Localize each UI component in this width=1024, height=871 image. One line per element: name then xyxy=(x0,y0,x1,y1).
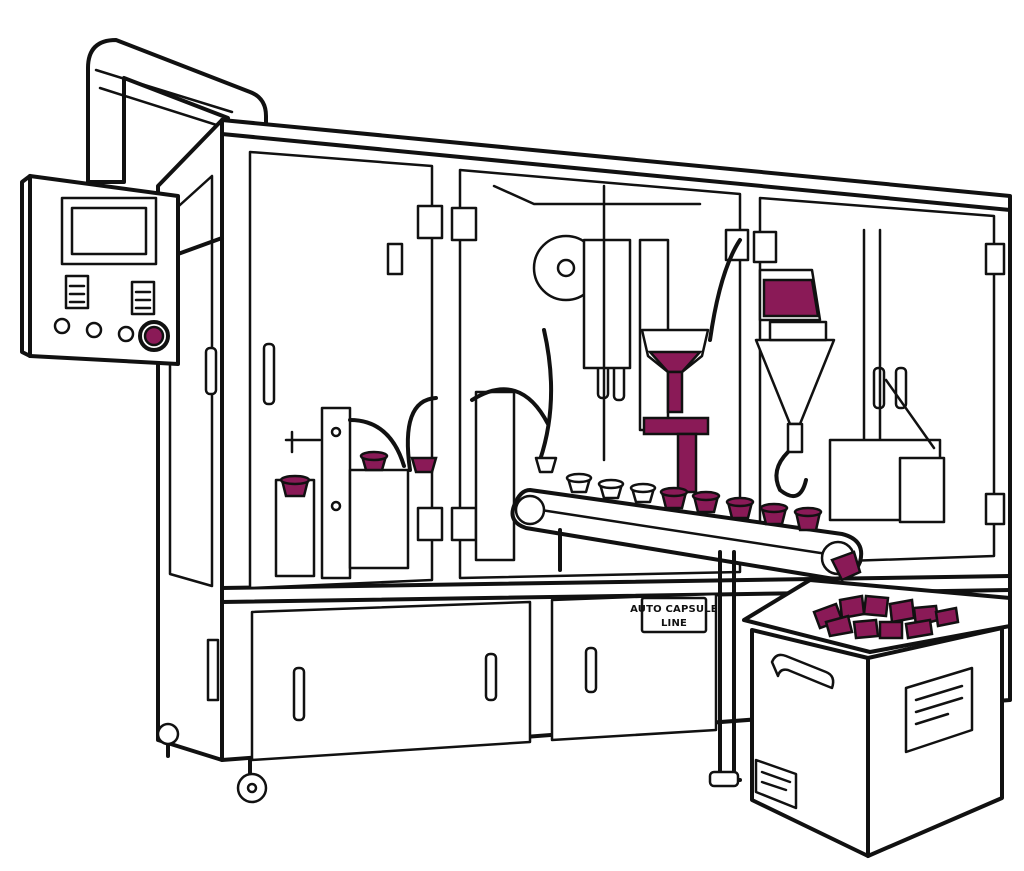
capsule-filled xyxy=(793,506,823,532)
selector-switches xyxy=(53,317,135,343)
keypad-right xyxy=(130,280,156,316)
bin-label xyxy=(904,666,974,754)
capsule-filled xyxy=(725,496,755,520)
lower-cabinets xyxy=(206,592,718,762)
display-screen xyxy=(60,196,158,266)
inline-capsules xyxy=(279,450,558,498)
capsule-white xyxy=(597,478,625,500)
capsule-filled xyxy=(759,502,789,526)
collection-bin xyxy=(742,578,1012,858)
conveyor xyxy=(510,488,864,788)
capsule-falling xyxy=(830,550,862,582)
casters xyxy=(156,722,268,804)
bin-tag xyxy=(754,758,798,810)
bin-capsules xyxy=(812,594,960,640)
control-panel xyxy=(20,174,224,366)
capsule-filled xyxy=(659,486,689,510)
machine-label-plate: AUTO CAPSULE LINE xyxy=(630,596,718,634)
emergency-stop-icon xyxy=(138,320,170,352)
capsule-filled xyxy=(691,490,721,514)
capsule-white xyxy=(565,472,593,494)
capsule-white xyxy=(629,482,657,504)
keypad-left xyxy=(64,274,90,310)
conveyor-capsules xyxy=(565,472,862,582)
interior-mechanism xyxy=(274,184,946,580)
machine-label-line2: LINE xyxy=(661,618,687,629)
machine-label-line1: AUTO CAPSULE xyxy=(630,604,718,615)
